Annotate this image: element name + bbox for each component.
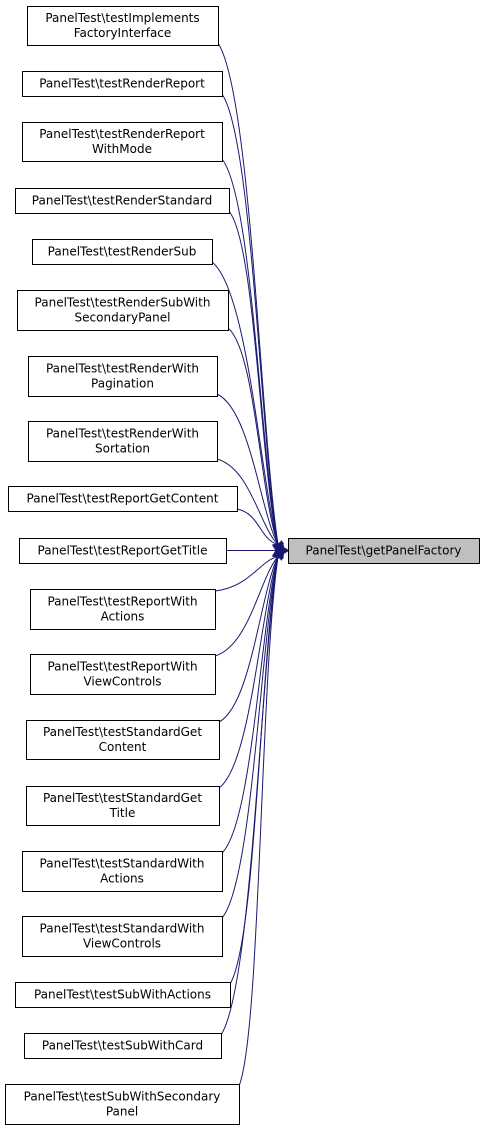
- node-label: PanelTest\testStandardGet: [43, 725, 202, 739]
- node-label: Pagination: [91, 377, 154, 391]
- node-box: [24, 1033, 222, 1059]
- call-edge: [238, 556, 279, 1087]
- call-edge: [221, 158, 279, 545]
- call-edge: [227, 327, 279, 545]
- call-edge: [211, 261, 279, 545]
- caller-node[interactable]: PanelTest\testRenderStandard: [15, 188, 230, 214]
- node-label: PanelTest\testRenderStandard: [32, 194, 212, 208]
- node-label: WithMode: [92, 142, 152, 156]
- node-box: [32, 239, 213, 265]
- call-edge: [221, 556, 279, 919]
- node-label: PanelTest\testRenderWith: [46, 362, 199, 376]
- call-edge: [216, 458, 279, 545]
- node-label: PanelTest\testStandardGet: [43, 791, 202, 805]
- node-label: PanelTest\testReportWith: [47, 595, 197, 609]
- node-label: PanelTest\testImplements: [45, 11, 199, 25]
- node-label: Actions: [101, 610, 145, 624]
- node-label: PanelTest\testReportWith: [47, 660, 197, 674]
- arrowhead: [272, 544, 284, 558]
- caller-node[interactable]: PanelTest\testRenderSubWithSecondaryPane…: [17, 290, 229, 331]
- node-box: [27, 6, 219, 46]
- call-edge: [221, 556, 279, 854]
- node-label: PanelTest\testRenderReport: [39, 77, 205, 91]
- node-label: Content: [99, 740, 147, 754]
- node-label: PanelTest\testRenderWith: [46, 427, 199, 441]
- node-label: PanelTest\testReportGetTitle: [38, 544, 208, 558]
- node-box: [5, 1084, 240, 1125]
- caller-node[interactable]: PanelTest\testReportGetContent: [8, 486, 238, 512]
- caller-node[interactable]: PanelTest\testReportGetTitle: [19, 538, 227, 564]
- node-box: [22, 122, 223, 162]
- node-box: [28, 421, 218, 462]
- node-box: [26, 786, 220, 826]
- node-box: [15, 188, 230, 214]
- node-label: ViewControls: [83, 937, 161, 951]
- call-edge: [221, 93, 279, 545]
- edges: [211, 42, 291, 1087]
- node-label: PanelTest\testRenderSub: [48, 245, 197, 259]
- nodes: PanelTest\testImplementsFactoryInterface…: [5, 6, 480, 1125]
- node-label: PanelTest\testSubWithCard: [42, 1039, 203, 1053]
- caller-node[interactable]: PanelTest\testRenderReport: [22, 71, 223, 97]
- node-label: PanelTest\testRenderReport: [39, 127, 205, 141]
- caller-node[interactable]: PanelTest\testSubWithCard: [24, 1033, 222, 1059]
- node-label: PanelTest\testReportGetContent: [27, 492, 219, 506]
- node-box: [15, 982, 231, 1008]
- node-label: FactoryInterface: [74, 26, 172, 40]
- node-label: PanelTest\testSubWithSecondary: [24, 1090, 221, 1104]
- node-box: [19, 538, 227, 564]
- node-label: SecondaryPanel: [75, 311, 171, 325]
- call-edge: [218, 556, 279, 789]
- node-label: Sortation: [95, 442, 150, 456]
- call-edge: [214, 556, 279, 592]
- node-box: [30, 654, 216, 695]
- caller-node[interactable]: PanelTest\testRenderSub: [32, 239, 213, 265]
- node-box: [8, 486, 238, 512]
- node-box: [17, 290, 229, 331]
- node-box: [22, 916, 223, 957]
- node-label: PanelTest\testStandardWith: [40, 857, 205, 871]
- node-label: Actions: [100, 872, 144, 886]
- node-box: [28, 356, 218, 397]
- node-label: PanelTest\testRenderSubWith: [35, 296, 211, 310]
- node-box: [30, 589, 216, 630]
- call-edge: [216, 393, 279, 545]
- call-edge: [214, 556, 279, 657]
- call-edge: [218, 556, 279, 723]
- target-node[interactable]: PanelTest\getPanelFactory: [288, 538, 480, 564]
- node-label: PanelTest\testStandardWith: [40, 922, 205, 936]
- node-box: [22, 71, 223, 97]
- node-box: [26, 720, 220, 760]
- node-box: [288, 538, 480, 564]
- call-edge: [220, 556, 279, 1036]
- caller-node[interactable]: PanelTest\testSubWithActions: [15, 982, 231, 1008]
- node-box: [22, 851, 223, 892]
- node-label: Title: [109, 806, 136, 820]
- node-label: PanelTest\getPanelFactory: [306, 544, 462, 558]
- node-label: PanelTest\testSubWithActions: [34, 988, 211, 1002]
- call-edge: [228, 210, 279, 545]
- call-edge: [236, 508, 279, 545]
- node-label: Panel: [106, 1105, 138, 1119]
- node-label: ViewControls: [83, 675, 161, 689]
